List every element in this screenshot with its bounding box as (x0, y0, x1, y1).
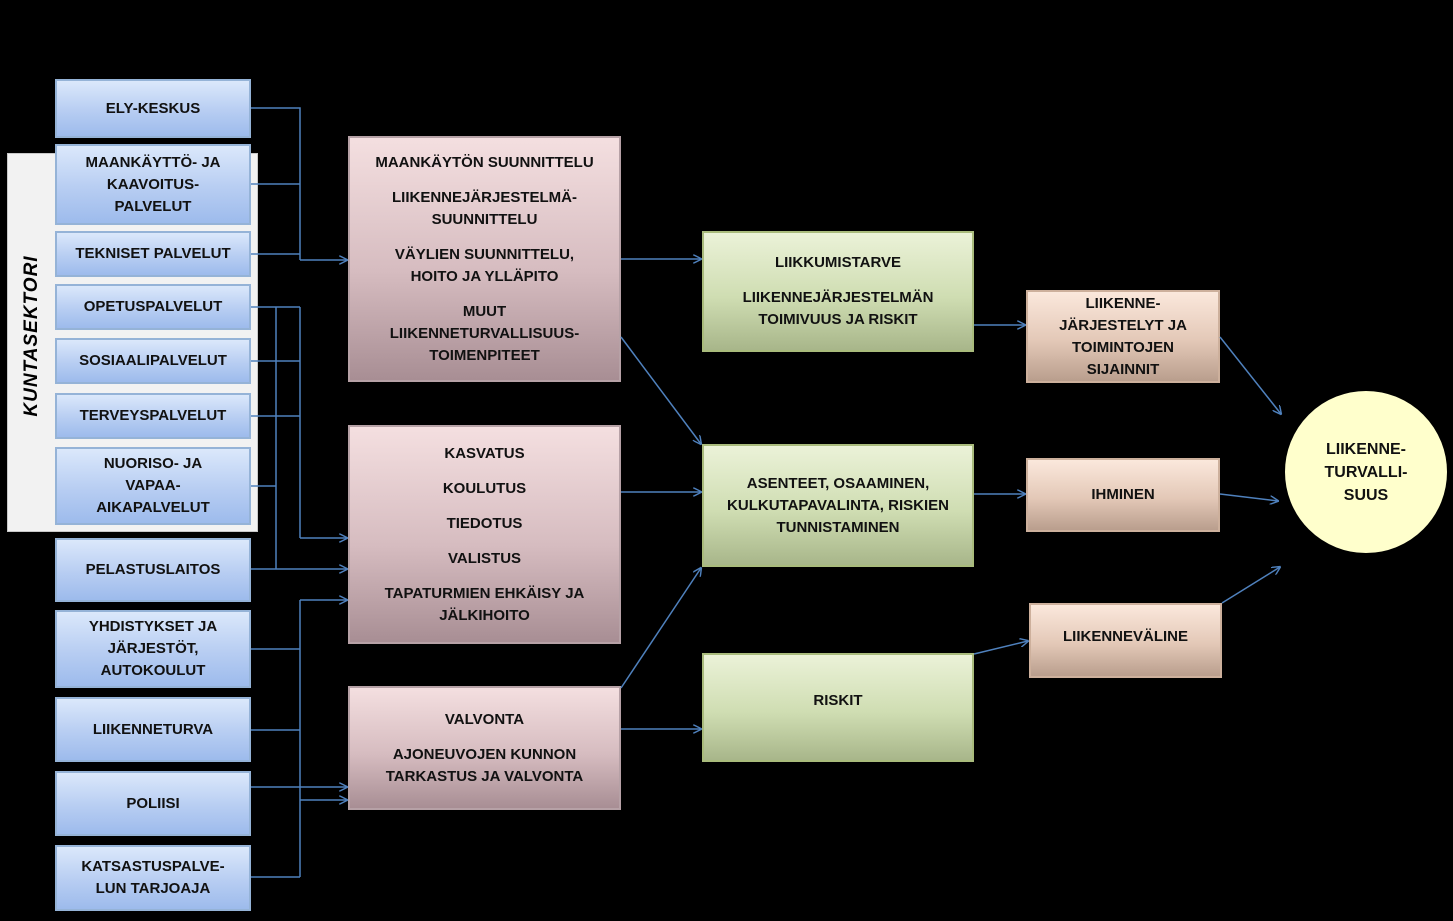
actor-opetuspalvelut: OPETUSPALVELUT (55, 284, 251, 330)
arrow-enforcement-to-attitudes (620, 568, 701, 689)
actor-maankaytto-kaavoitus: MAANKÄYTTÖ- JA KAAVOITUS- PALVELUT (55, 144, 251, 225)
measure-education: KASVATUS KOULUTUS TIEDOTUS VALISTUS TAPA… (348, 425, 621, 644)
actor-terveyspalvelut: TERVEYSPALVELUT (55, 393, 251, 439)
actor-tekniset-palvelut: TEKNISET PALVELUT (55, 231, 251, 277)
factor-mobility-need: LIIKKUMISTARVE LIIKENNEJÄRJESTELMÄN TOIM… (702, 231, 974, 352)
arrow-human-to-outcome (1219, 493, 1278, 501)
actor-pelastuslaitos: PELASTUSLAITOS (55, 538, 251, 602)
target-vehicle: LIIKENNEVÄLINE (1029, 603, 1222, 678)
actor-ely-keskus: ELY-KESKUS (55, 79, 251, 138)
arrow-vehicle-to-outcome (1221, 567, 1280, 604)
factor-risks: RISKIT (702, 653, 974, 762)
actor-poliisi: POLIISI (55, 771, 251, 836)
target-human: IHMINEN (1026, 458, 1220, 532)
bus-planning (251, 107, 301, 260)
measure-planning: MAANKÄYTÖN SUUNNITTELU LIIKENNEJÄRJESTEL… (348, 136, 621, 382)
arrow-planning-to-attitudes (620, 336, 701, 444)
arrow-risks-to-vehicle (973, 641, 1028, 655)
outcome-traffic-safety: LIIKENNE- TURVALLI- SUUS (1282, 388, 1450, 556)
arrow-arrangements-to-outcome (1219, 336, 1281, 414)
actor-liikenneturva: LIIKENNETURVA (55, 697, 251, 762)
measure-enforcement: VALVONTA AJONEUVOJEN KUNNON TARKASTUS JA… (348, 686, 621, 810)
actor-yhdistykset-jarjestot: YHDISTYKSET JA JÄRJESTÖT, AUTOKOULUT (55, 610, 251, 688)
factor-attitudes: ASENTEET, OSAAMINEN, KULKUTAPAVALINTA, R… (702, 444, 974, 567)
actor-nuoriso-vapaa-aika: NUORISO- JA VAPAA- AIKAPALVELUT (55, 447, 251, 525)
actor-katsastuspalvelu: KATSASTUSPALVE- LUN TARJOAJA (55, 845, 251, 911)
target-traffic-arrangements: LIIKENNE- JÄRJESTELYT JA TOIMINTOJEN SIJ… (1026, 290, 1220, 383)
actor-sosiaalipalvelut: SOSIAALIPALVELUT (55, 338, 251, 384)
